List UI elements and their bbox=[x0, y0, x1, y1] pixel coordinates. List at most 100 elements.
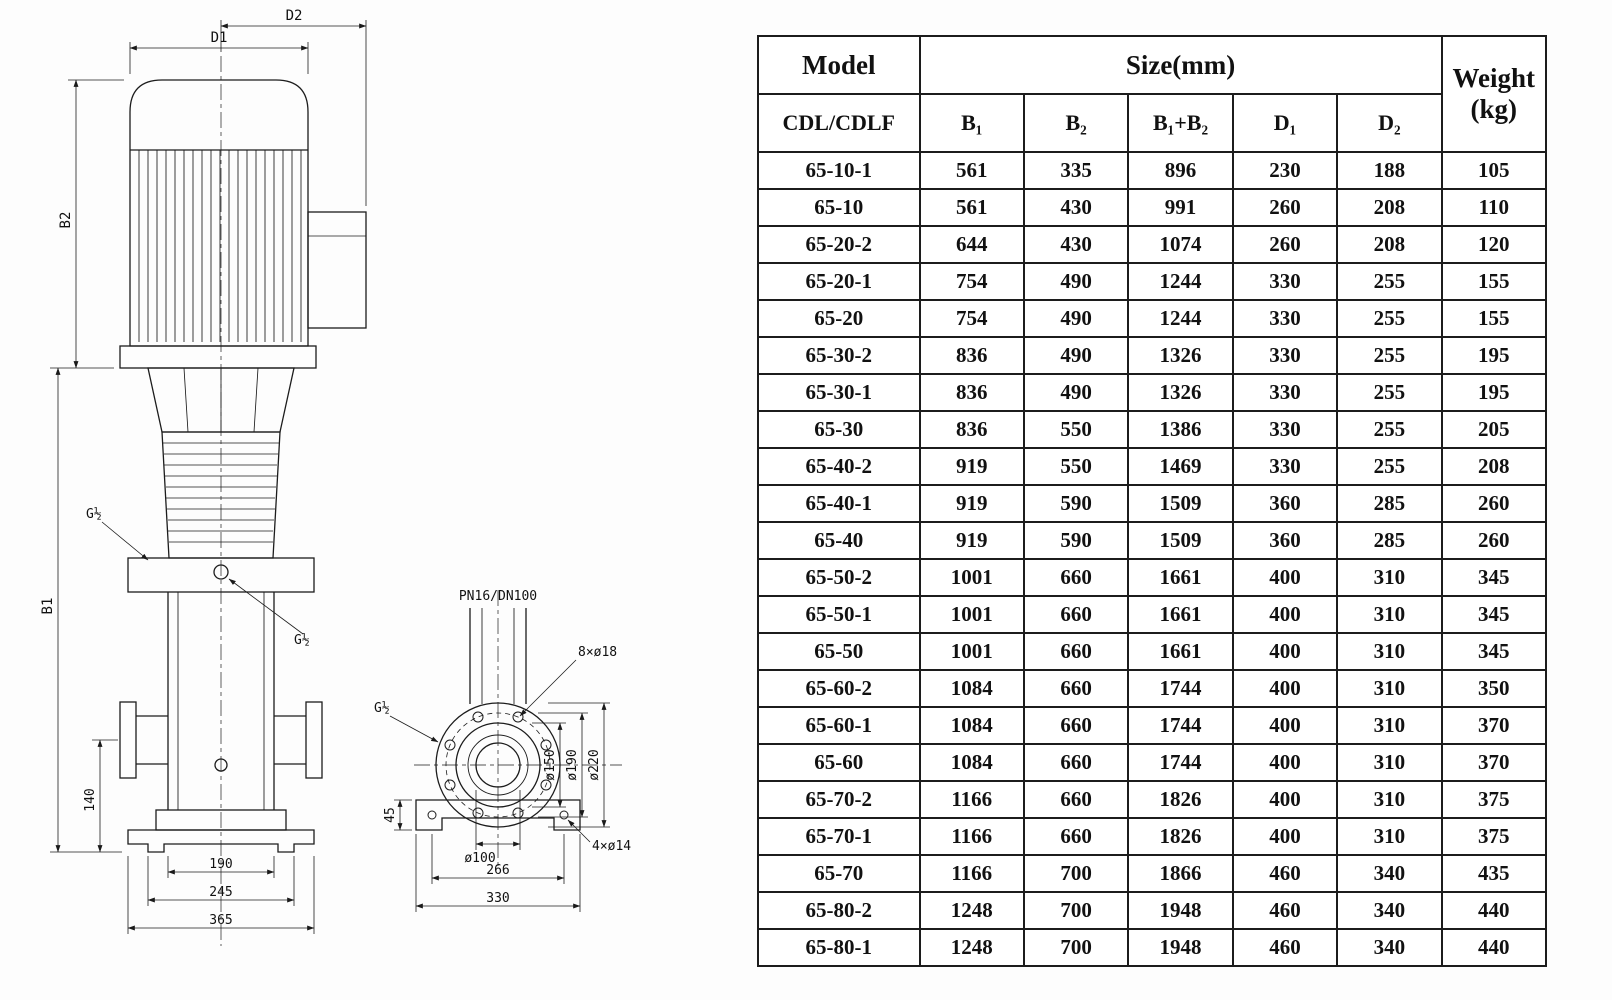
discharge-flange bbox=[305, 701, 323, 779]
bolt-holes bbox=[444, 711, 552, 819]
dim-label-b1: B1 bbox=[40, 598, 56, 615]
flange-label-d150: ø150 bbox=[543, 749, 558, 780]
value-cell: 400 bbox=[1231, 706, 1339, 745]
value-cell: 255 bbox=[1336, 447, 1443, 486]
value-cell: 330 bbox=[1231, 447, 1339, 486]
value-cell: 1469 bbox=[1127, 447, 1234, 486]
value-cell: 330 bbox=[1231, 299, 1339, 338]
dim-label-b2: B2 bbox=[58, 212, 74, 229]
dim-label-d1: D1 bbox=[211, 30, 228, 46]
header-col-d2: D₂ bbox=[1336, 93, 1443, 153]
flange-label-d190: ø190 bbox=[565, 749, 580, 780]
dim-label-140: 140 bbox=[83, 788, 98, 811]
dim-label-d2: D2 bbox=[286, 8, 303, 24]
value-cell: 836 bbox=[918, 336, 1025, 375]
model-cell: 65-60-2 bbox=[757, 669, 921, 708]
value-cell: 400 bbox=[1231, 669, 1339, 708]
header-model-series: CDL/CDLF bbox=[757, 93, 921, 153]
value-cell: 330 bbox=[1231, 262, 1339, 301]
pipe-walls bbox=[469, 608, 527, 704]
value-cell: 350 bbox=[1440, 669, 1548, 708]
table-head: Model Size(mm) Weight (kg) CDL/CDLF B₁ B… bbox=[757, 35, 1548, 153]
value-cell: 561 bbox=[918, 151, 1025, 190]
value-cell: 188 bbox=[1336, 151, 1443, 190]
flange-dimensions bbox=[389, 659, 610, 912]
value-cell: 1326 bbox=[1127, 373, 1234, 412]
value-cell: 1826 bbox=[1127, 817, 1234, 856]
value-cell: 340 bbox=[1336, 854, 1443, 893]
value-cell: 340 bbox=[1336, 928, 1443, 967]
value-cell: 1826 bbox=[1127, 780, 1234, 819]
value-cell: 230 bbox=[1231, 151, 1339, 190]
header-weight-line1: Weight bbox=[1452, 63, 1536, 93]
value-cell: 400 bbox=[1231, 632, 1339, 671]
dim-label-365: 365 bbox=[209, 913, 232, 928]
value-cell: 255 bbox=[1336, 299, 1443, 338]
value-cell: 400 bbox=[1231, 743, 1339, 782]
value-cell: 1084 bbox=[918, 706, 1025, 745]
value-cell: 660 bbox=[1022, 817, 1130, 856]
model-cell: 65-80-1 bbox=[757, 928, 921, 967]
value-cell: 460 bbox=[1231, 928, 1339, 967]
value-cell: 550 bbox=[1022, 410, 1130, 449]
value-cell: 1744 bbox=[1127, 743, 1234, 782]
value-cell: 660 bbox=[1022, 743, 1130, 782]
value-cell: 205 bbox=[1440, 410, 1548, 449]
value-cell: 1244 bbox=[1127, 299, 1234, 338]
value-cell: 330 bbox=[1231, 410, 1339, 449]
model-cell: 65-80-2 bbox=[757, 891, 921, 930]
value-cell: 991 bbox=[1127, 188, 1234, 227]
header-col-d1: D₁ bbox=[1231, 93, 1339, 153]
value-cell: 400 bbox=[1231, 558, 1339, 597]
value-cell: 208 bbox=[1336, 188, 1443, 227]
value-cell: 700 bbox=[1022, 854, 1130, 893]
flange-label-base-holes: 4×ø14 bbox=[592, 839, 631, 854]
header-col-b1b2: B₁+B₂ bbox=[1127, 93, 1234, 153]
value-cell: 660 bbox=[1022, 558, 1130, 597]
model-cell: 65-20-1 bbox=[757, 262, 921, 301]
value-cell: 360 bbox=[1231, 521, 1339, 560]
value-cell: 490 bbox=[1022, 373, 1130, 412]
value-cell: 255 bbox=[1336, 262, 1443, 301]
value-cell: 285 bbox=[1336, 484, 1443, 523]
dim-label-190: 190 bbox=[209, 857, 232, 872]
value-cell: 260 bbox=[1231, 225, 1339, 264]
value-cell: 754 bbox=[918, 262, 1025, 301]
model-cell: 65-50-1 bbox=[757, 595, 921, 634]
value-cell: 490 bbox=[1022, 299, 1130, 338]
value-cell: 1509 bbox=[1127, 484, 1234, 523]
suction-flange bbox=[119, 701, 137, 779]
value-cell: 310 bbox=[1336, 780, 1443, 819]
value-cell: 460 bbox=[1231, 891, 1339, 930]
dim-label-245: 245 bbox=[209, 885, 232, 900]
value-cell: 1248 bbox=[918, 891, 1025, 930]
model-cell: 65-30 bbox=[757, 410, 921, 449]
value-cell: 1166 bbox=[918, 780, 1025, 819]
motor-flange bbox=[119, 345, 317, 369]
pump-head bbox=[127, 557, 315, 593]
flange-label-d220: ø220 bbox=[587, 749, 602, 780]
dimension-table-wrap: Model Size(mm) Weight (kg) CDL/CDLF B₁ B… bbox=[757, 35, 1548, 967]
model-cell: 65-30-2 bbox=[757, 336, 921, 375]
model-cell: 65-70 bbox=[757, 854, 921, 893]
model-cell: 65-40-2 bbox=[757, 447, 921, 486]
value-cell: 400 bbox=[1231, 817, 1339, 856]
value-cell: 1244 bbox=[1127, 262, 1234, 301]
value-cell: 1001 bbox=[918, 558, 1025, 597]
value-cell: 1386 bbox=[1127, 410, 1234, 449]
model-cell: 65-10-1 bbox=[757, 151, 921, 190]
model-cell: 65-10 bbox=[757, 188, 921, 227]
value-cell: 1509 bbox=[1127, 521, 1234, 560]
